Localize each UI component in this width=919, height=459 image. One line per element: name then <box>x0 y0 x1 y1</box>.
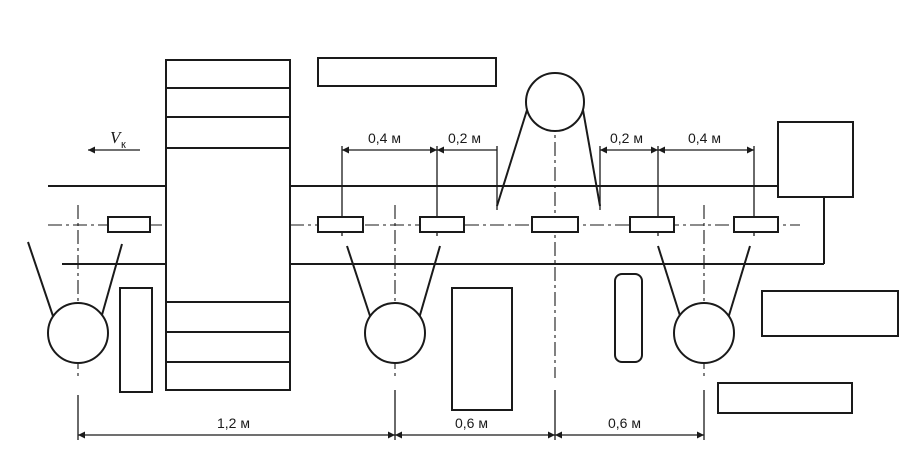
belt-item <box>629 216 675 233</box>
roller-2 <box>346 245 441 364</box>
belt-item <box>733 216 779 233</box>
center-block <box>451 287 513 411</box>
right-bottom-panel <box>717 382 853 414</box>
drive-box <box>777 121 854 198</box>
speed-indicator: V к <box>88 128 140 154</box>
belt-item <box>531 216 579 233</box>
speed-subscript: к <box>121 139 126 151</box>
dim-label-04-left: 0,4 м <box>368 130 401 146</box>
bottom-dimensions: 1,2 м 0,6 м 0,6 м <box>78 415 704 439</box>
dim-label-06-a: 0,6 м <box>455 415 488 431</box>
top-pulley-circle <box>525 72 585 132</box>
top-pulley <box>496 72 601 207</box>
rounded-post <box>614 273 643 363</box>
belt-item <box>317 216 364 233</box>
roller-1 <box>27 241 123 364</box>
left-tower <box>165 59 291 391</box>
dim-label-02-right: 0,2 м <box>610 130 643 146</box>
belt-item <box>107 216 151 233</box>
top-dimensions: 0,4 м 0,2 м 0,2 м 0,4 м <box>342 130 754 154</box>
roller-3 <box>657 245 751 364</box>
belt-items <box>107 216 779 233</box>
belt-item <box>419 216 465 233</box>
right-panel <box>761 290 899 337</box>
dim-label-06-b: 0,6 м <box>608 415 641 431</box>
dim-label-12: 1,2 м <box>217 415 250 431</box>
speed-label: V <box>110 128 123 147</box>
left-post <box>119 287 153 393</box>
dim-label-04-right: 0,4 м <box>688 130 721 146</box>
dim-label-02-left: 0,2 м <box>448 130 481 146</box>
tower-body <box>165 59 291 391</box>
top-panel <box>317 57 497 87</box>
